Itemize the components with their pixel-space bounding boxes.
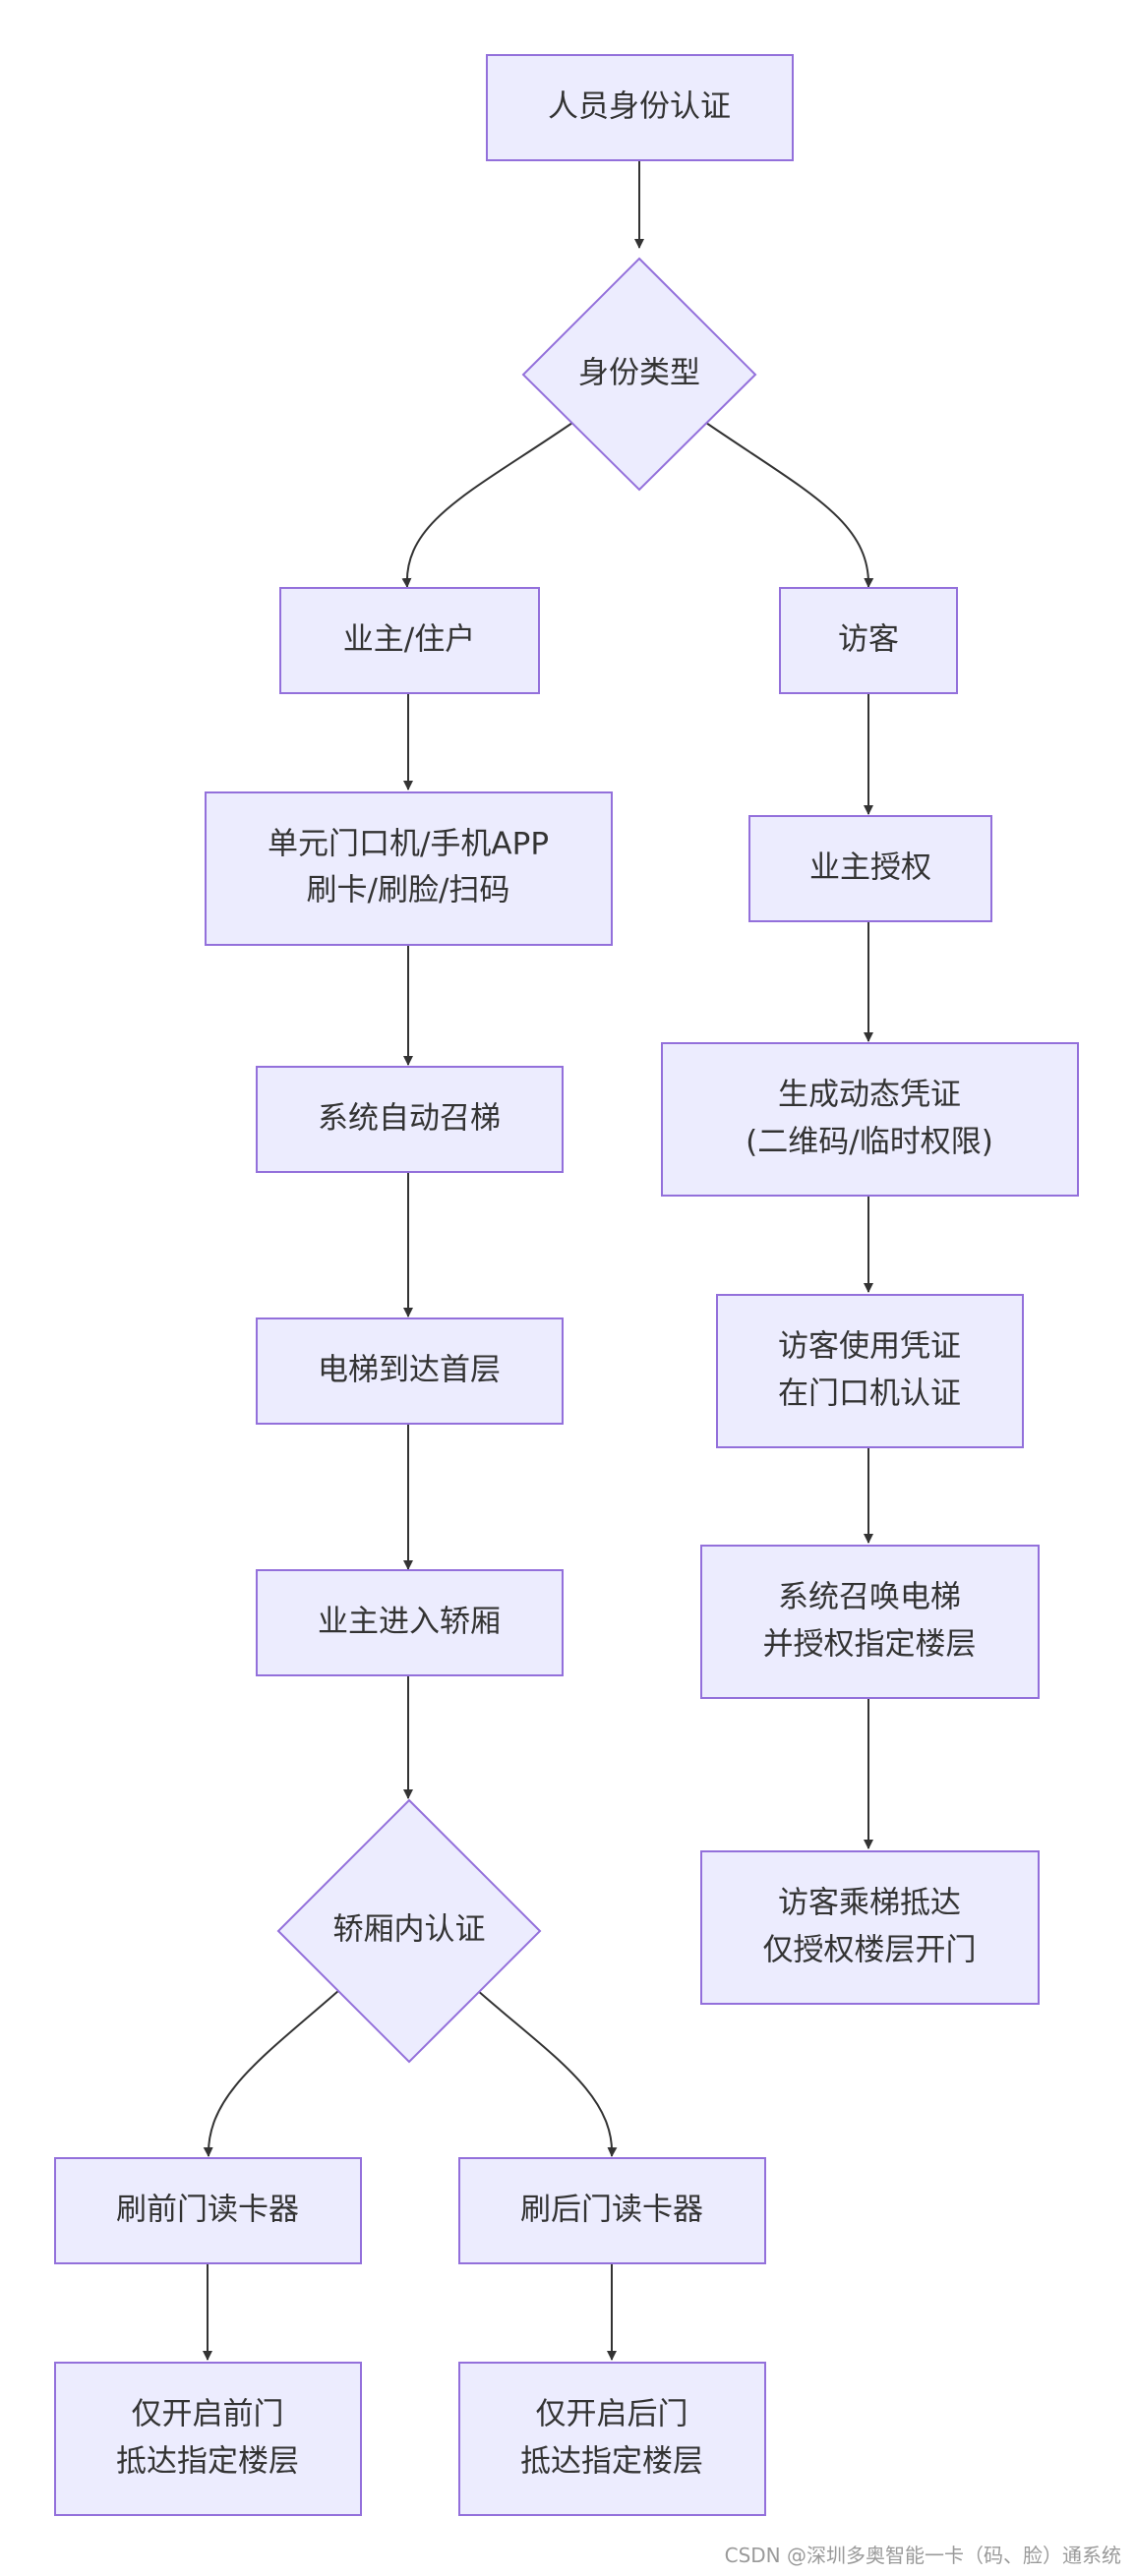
node-visitor: 访客: [779, 587, 958, 694]
node-identity-auth-label: 人员身份认证: [548, 89, 731, 125]
node-dynamic-credential-line1: 生成动态凭证: [778, 1078, 961, 1113]
node-auto-call-elevator: 系统自动召梯: [256, 1066, 564, 1173]
decision-identity-type: 身份类型: [521, 257, 757, 492]
edge-type-to-visitor: [705, 422, 874, 588]
edge-carauth-to-rear: [476, 1989, 618, 2157]
node-front-reader-label: 刷前门读卡器: [116, 2193, 299, 2228]
node-visitor-label: 访客: [838, 622, 899, 658]
decision-identity-type-label: 身份类型: [578, 356, 700, 391]
edge-type-to-owner: [401, 422, 573, 588]
node-call-and-authorize-line2: 并授权指定楼层: [763, 1627, 977, 1663]
node-rear-door-only-line2: 抵达指定楼层: [520, 2444, 703, 2480]
node-front-door-only-line2: 抵达指定楼层: [116, 2444, 299, 2480]
node-unit-door-app-line1: 单元门口机/手机APP: [268, 827, 549, 862]
node-rear-reader: 刷后门读卡器: [458, 2157, 766, 2264]
node-visitor-rides-line1: 访客乘梯抵达: [778, 1886, 961, 1921]
node-visitor-rides-line2: 仅授权楼层开门: [763, 1933, 977, 1968]
node-call-and-authorize-line1: 系统召唤电梯: [778, 1580, 961, 1615]
node-rear-door-only: 仅开启后门 抵达指定楼层: [458, 2362, 766, 2516]
node-elevator-arrives-label: 电梯到达首层: [318, 1353, 501, 1388]
node-owner-authorizes-label: 业主授权: [809, 850, 931, 886]
edge-carauth-to-front: [203, 1989, 340, 2157]
node-visitor-uses-credential-line1: 访客使用凭证: [778, 1329, 961, 1365]
node-visitor-uses-credential: 访客使用凭证 在门口机认证: [716, 1294, 1024, 1448]
node-unit-door-app: 单元门口机/手机APP 刷卡/刷脸/扫码: [205, 791, 613, 946]
node-rear-reader-label: 刷后门读卡器: [520, 2193, 703, 2228]
node-owner-resident-label: 业主/住户: [343, 622, 475, 658]
node-front-door-only: 仅开启前门 抵达指定楼层: [54, 2362, 362, 2516]
node-auto-call-elevator-label: 系统自动召梯: [318, 1101, 501, 1137]
decision-car-auth: 轿厢内认证: [276, 1798, 542, 2064]
decision-car-auth-label: 轿厢内认证: [333, 1912, 486, 1948]
node-rear-door-only-line1: 仅开启后门: [536, 2397, 688, 2432]
node-front-door-only-line1: 仅开启前门: [132, 2397, 284, 2432]
watermark: CSDN @深圳多奥智能一卡（码、脸）通系统: [724, 2544, 1121, 2567]
edges: [203, 161, 874, 2361]
node-owner-enters-car: 业主进入轿厢: [256, 1569, 564, 1676]
node-identity-auth: 人员身份认证: [486, 54, 794, 161]
node-owner-enters-car-label: 业主进入轿厢: [318, 1605, 501, 1640]
node-dynamic-credential: 生成动态凭证 (二维码/临时权限): [661, 1042, 1079, 1197]
node-front-reader: 刷前门读卡器: [54, 2157, 362, 2264]
node-elevator-arrives: 电梯到达首层: [256, 1317, 564, 1425]
node-visitor-rides: 访客乘梯抵达 仅授权楼层开门: [700, 1850, 1040, 2005]
node-dynamic-credential-line2: (二维码/临时权限): [746, 1125, 993, 1160]
node-visitor-uses-credential-line2: 在门口机认证: [778, 1376, 961, 1412]
node-owner-authorizes: 业主授权: [748, 815, 992, 922]
node-call-and-authorize: 系统召唤电梯 并授权指定楼层: [700, 1545, 1040, 1699]
node-owner-resident: 业主/住户: [279, 587, 540, 694]
node-unit-door-app-line2: 刷卡/刷脸/扫码: [307, 873, 510, 908]
